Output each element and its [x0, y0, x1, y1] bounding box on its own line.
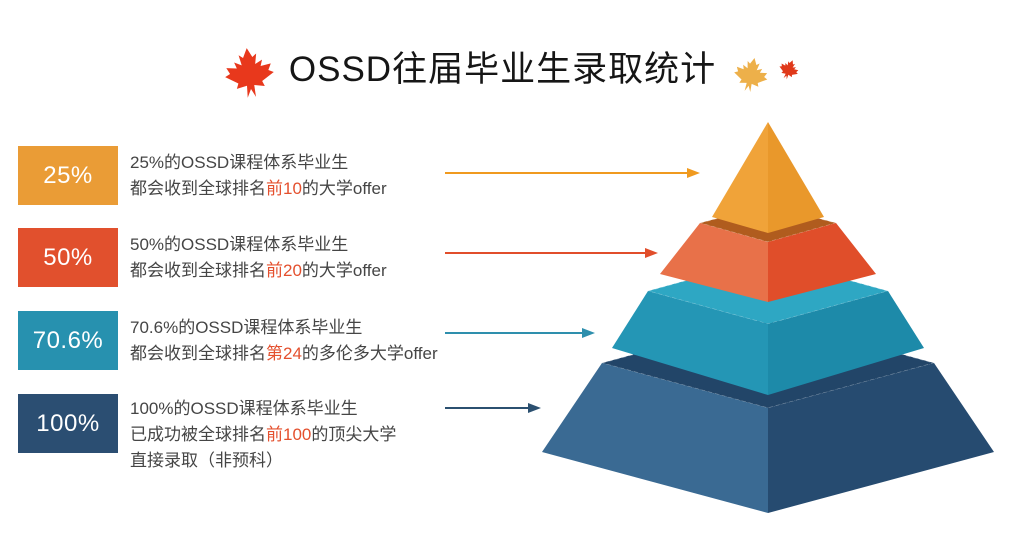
description-line: 70.6%的OSSD课程体系毕业生: [130, 318, 363, 337]
description-line: 已成功被全球排名前100的顶尖大学: [130, 425, 397, 444]
highlight-text: 前10: [266, 179, 302, 198]
arrow-head-icon: [645, 248, 658, 258]
pyramid-tier-0-right-face: [768, 122, 824, 233]
tier-description: 50%的OSSD课程体系毕业生 都会收到全球排名前20的大学offer: [130, 232, 460, 284]
description-line: 都会收到全球排名前20的大学offer: [130, 261, 387, 280]
arrow-line: [445, 252, 645, 254]
description-line: 50%的OSSD课程体系毕业生: [130, 235, 349, 254]
description-line: 都会收到全球排名前10的大学offer: [130, 179, 387, 198]
pyramid-tier-2-right-face: [768, 291, 924, 395]
pyramid-tier-1-right-face: [768, 223, 876, 302]
arrow-head-icon: [582, 328, 595, 338]
tier-arrow: [445, 403, 541, 413]
page-title: OSSD往届毕业生录取统计: [288, 50, 717, 89]
maple-leaf-icon: [779, 59, 799, 79]
highlight-text: 前100: [266, 425, 312, 444]
pyramid-tier-3-right-face: [768, 363, 994, 513]
percentage-badge: 100%: [18, 394, 118, 453]
pyramid-tier-1-left-face: [660, 223, 768, 302]
pyramid-tier-2-left-face: [612, 291, 768, 395]
description-line: 100%的OSSD课程体系毕业生: [130, 399, 358, 418]
highlight-text: 前20: [266, 261, 302, 280]
percentage-badge: 70.6%: [18, 311, 118, 370]
arrow-line: [445, 332, 582, 334]
highlight-text: 第24: [266, 344, 302, 363]
description-line: 直接录取（非预科）: [130, 451, 283, 470]
tier-description: 70.6%的OSSD课程体系毕业生 都会收到全球排名第24的多伦多大学offer: [130, 315, 460, 367]
description-line: 25%的OSSD课程体系毕业生: [130, 153, 349, 172]
maple-leaf-icon: [734, 57, 768, 93]
pyramid-chart: [520, 106, 1020, 536]
maple-leaf-icon: [225, 48, 274, 98]
pyramid-svg: [542, 122, 994, 513]
tier-arrow: [445, 248, 658, 258]
pyramid-tier-0-left-face: [712, 122, 768, 233]
title-row: OSSD往届毕业生录取统计: [0, 40, 1022, 100]
arrow-line: [445, 407, 528, 409]
tier-description: 25%的OSSD课程体系毕业生 都会收到全球排名前10的大学offer: [130, 150, 460, 202]
tier-arrow: [445, 328, 595, 338]
percentage-badge: 25%: [18, 146, 118, 205]
tier-description: 100%的OSSD课程体系毕业生 已成功被全球排名前100的顶尖大学 直接录取（…: [130, 396, 460, 474]
arrow-head-icon: [528, 403, 541, 413]
arrow-head-icon: [687, 168, 700, 178]
percentage-badge: 50%: [18, 228, 118, 287]
pyramid-tier-3-left-face: [542, 363, 768, 513]
arrow-line: [445, 172, 687, 174]
description-line: 都会收到全球排名第24的多伦多大学offer: [130, 344, 438, 363]
tier-arrow: [445, 168, 700, 178]
